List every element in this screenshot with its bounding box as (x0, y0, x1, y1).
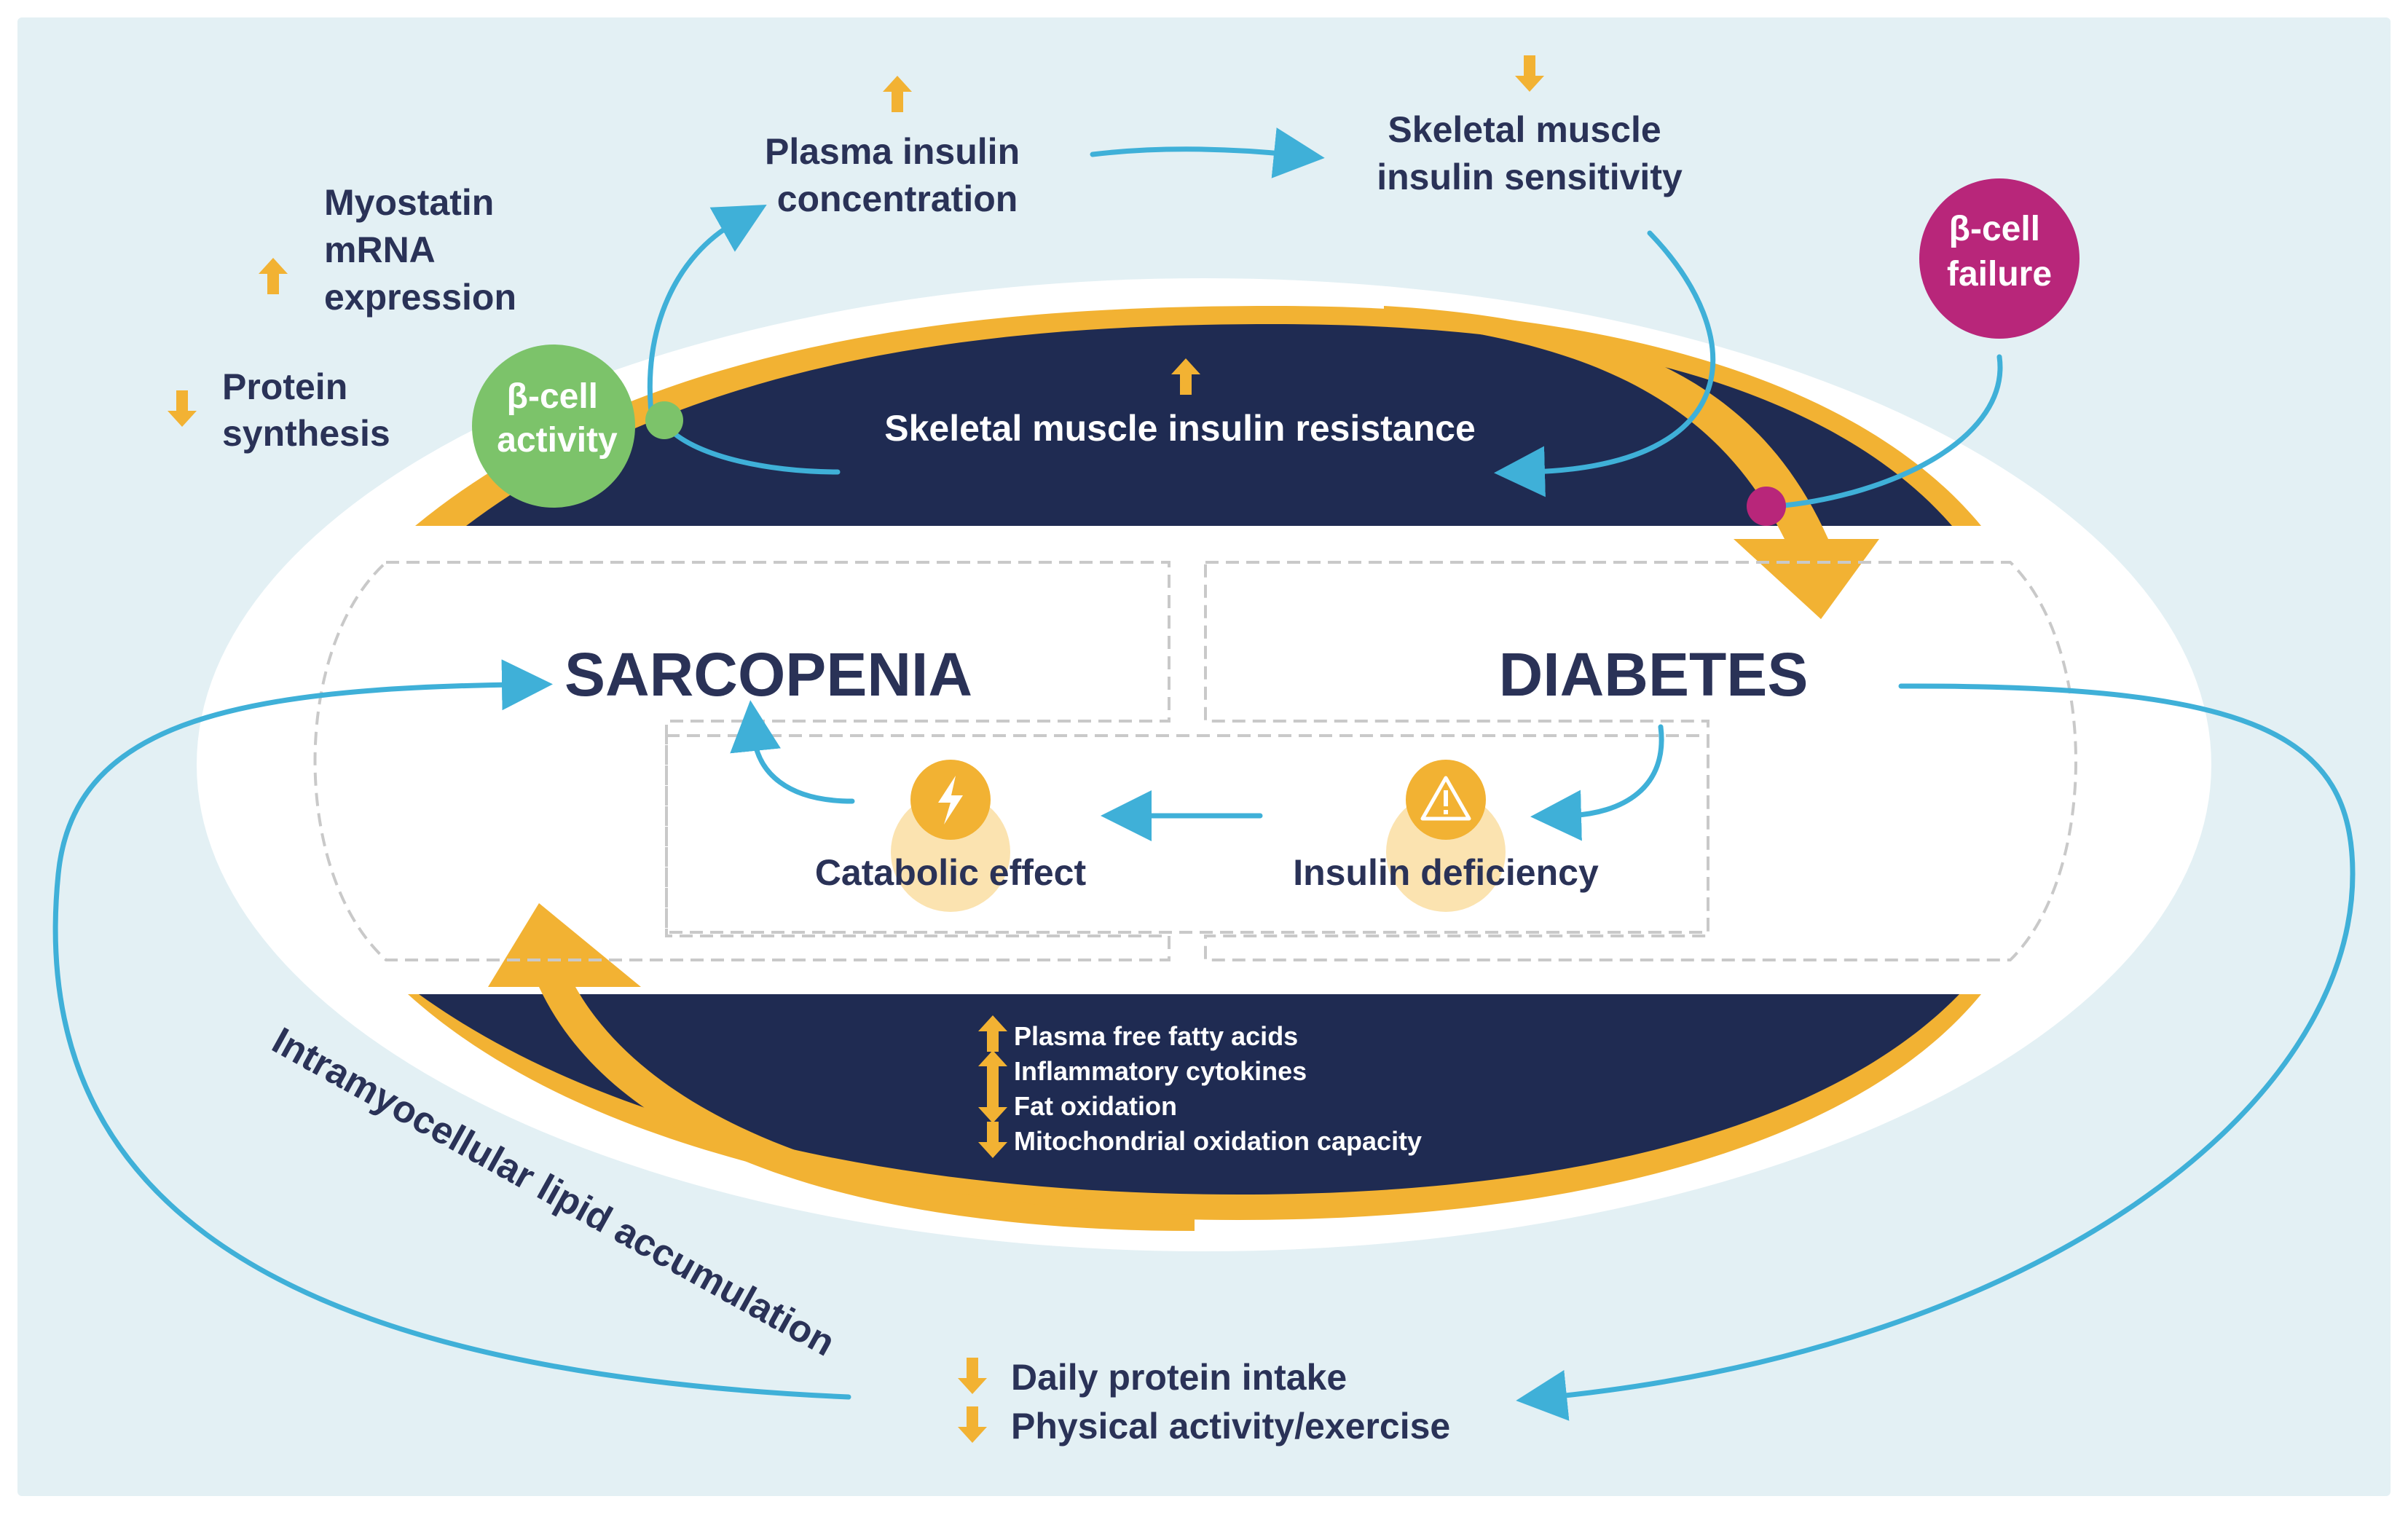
beta-failure-dot (1747, 487, 1786, 526)
arrow-sensitivity-to-resistance (1494, 230, 1715, 497)
beta-activity-label: β-cell activity (497, 377, 618, 460)
arrow-beta-to-plasma (647, 204, 767, 422)
beta-activity-dot (645, 401, 683, 439)
band-item-1: Plasma free fatty acids (1014, 1021, 1298, 1051)
warning-icon (1420, 776, 1471, 821)
sarcopenia-frame (313, 561, 1170, 961)
catabolic-label: Catabolic effect (815, 852, 1087, 893)
plasma-insulin-label: Plasma insulin concentration (765, 131, 1030, 219)
beta-activity-circle (472, 345, 635, 508)
insulin-deficiency-label: Insulin deficiency (1293, 852, 1599, 893)
sarcopenia-title: SARCOPENIA (564, 640, 972, 709)
top-navy-band (466, 324, 1952, 526)
bottom-band-list: Plasma free fatty acids Inflammatory cyt… (978, 1015, 1422, 1158)
arrow-outer-left (52, 659, 851, 1400)
physical-activity-label: Physical activity/exercise (1011, 1406, 1450, 1447)
insulin-resistance-label: Skeletal muscle insulin resistance (884, 408, 1476, 449)
lightning-icon (938, 776, 963, 824)
arrow-plasma-to-sensitivity (1090, 127, 1325, 178)
bottom-navy-band (419, 994, 1959, 1195)
protein-synthesis-label: Protein synthesis (222, 366, 390, 454)
warning-icon-bar (1444, 790, 1448, 806)
gold-arrow-top (1384, 306, 1879, 619)
band-item-4: Mitochondrial oxidation capacity (1014, 1126, 1422, 1156)
arrow-catabolic-to-sarcopenia (730, 700, 855, 804)
inner-frame (665, 734, 1709, 934)
arrow-failure-to-band (1774, 354, 2003, 509)
arrow-beta-to-resistance-return (664, 423, 841, 475)
protein-intake-label: Daily protein intake (1011, 1357, 1347, 1398)
beta-failure-label: β-cell failure (1947, 210, 2052, 294)
band-item-3: Fat oxidation (1014, 1091, 1177, 1121)
gold-arrow-bottom (488, 903, 1195, 1231)
band-item-2: Inflammatory cytokines (1014, 1056, 1307, 1086)
myostatin-label: Myostatin mRNA expression (324, 182, 516, 318)
muscle-sensitivity-label: Skeletal muscle insulin sensitivity (1377, 109, 1683, 197)
warning-icon-dot (1444, 810, 1448, 814)
diabetes-frame (1204, 561, 2077, 961)
diabetes-title: DIABETES (1499, 640, 1809, 709)
dashed-frames (313, 561, 2077, 961)
beta-failure-circle (1919, 178, 2080, 339)
arrow-outer-right (1516, 683, 2356, 1421)
arrow-diabetes-to-deficiency (1530, 724, 1664, 841)
